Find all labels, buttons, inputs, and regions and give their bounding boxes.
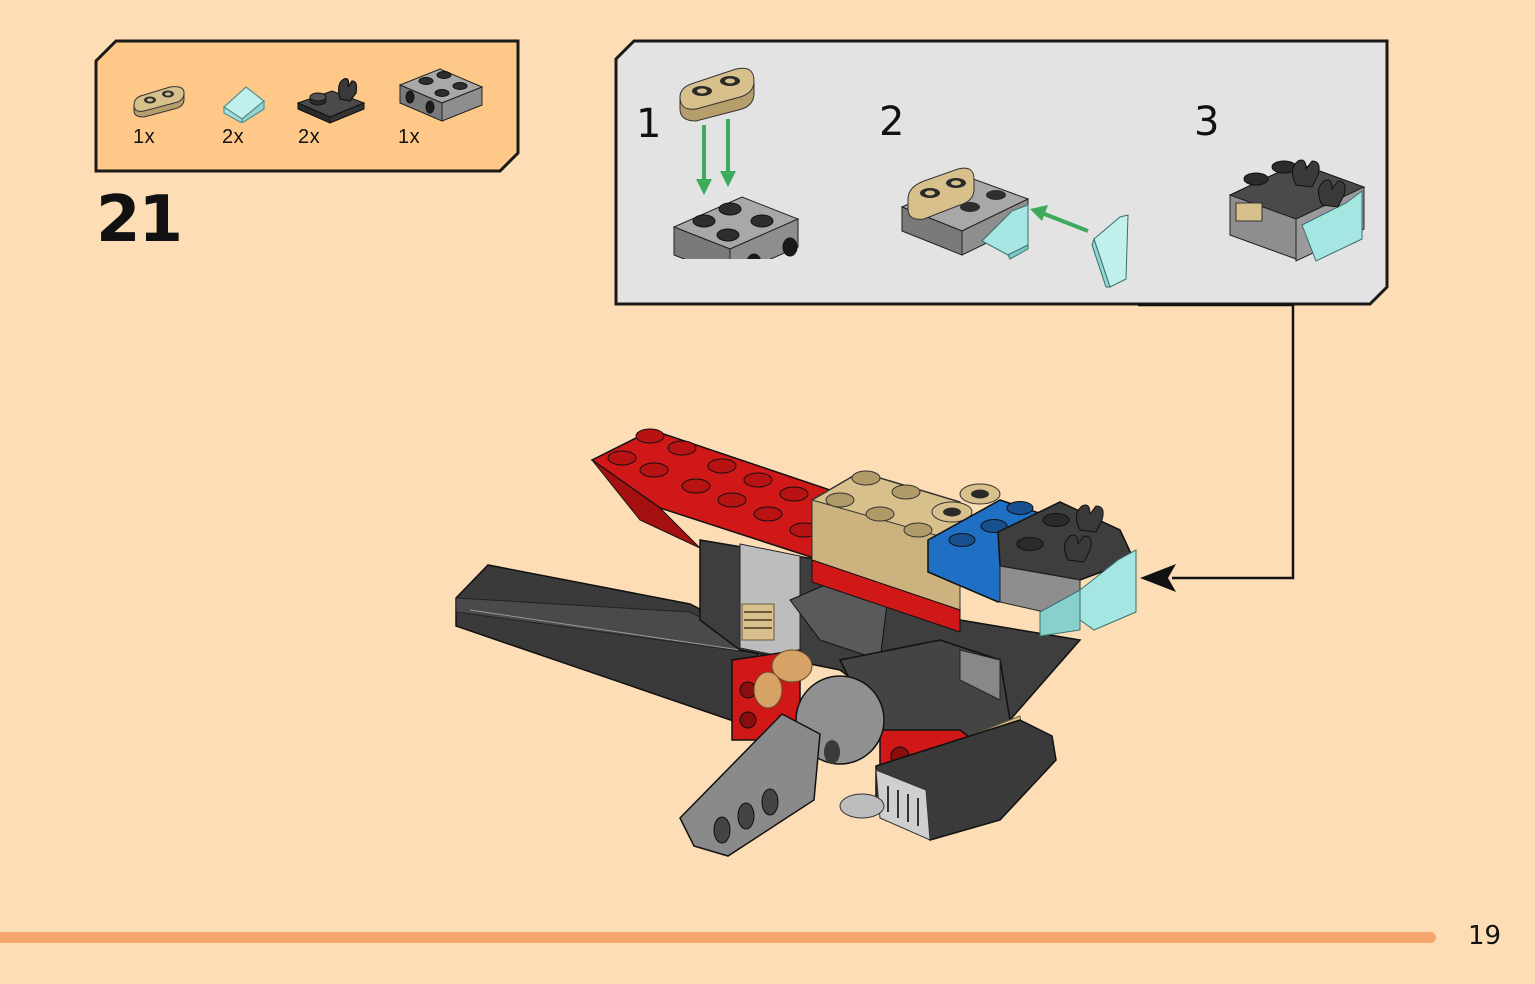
part-count-1: 1x — [133, 126, 156, 148]
gray-brick-2x2-studs-sides-icon — [396, 63, 484, 131]
substep-number-2: 2 — [879, 99, 905, 145]
substep-1-illustration — [672, 67, 800, 259]
substep-2-illustration — [900, 167, 1129, 288]
subassembly-frame — [614, 39, 1389, 306]
page-number: 19 — [1468, 921, 1502, 951]
part-count-3: 2x — [298, 126, 321, 148]
parts-list-callout: 1x 2x 2x — [94, 39, 520, 173]
black-plate-clip-icon — [296, 73, 366, 129]
subassembly-callout: 1 2 3 — [614, 39, 1389, 306]
part-count-4: 1x — [398, 126, 421, 148]
part-count-2: 2x — [222, 126, 245, 148]
footer-bar — [0, 932, 1436, 943]
tan-plate-1x2-rounded-icon — [130, 83, 190, 127]
substep-3-illustration — [1228, 159, 1366, 262]
substep-number-3: 3 — [1194, 99, 1220, 145]
substep-number-1: 1 — [636, 101, 662, 147]
trans-light-blue-slope-icon — [220, 83, 268, 127]
step-number: 21 — [96, 183, 183, 257]
